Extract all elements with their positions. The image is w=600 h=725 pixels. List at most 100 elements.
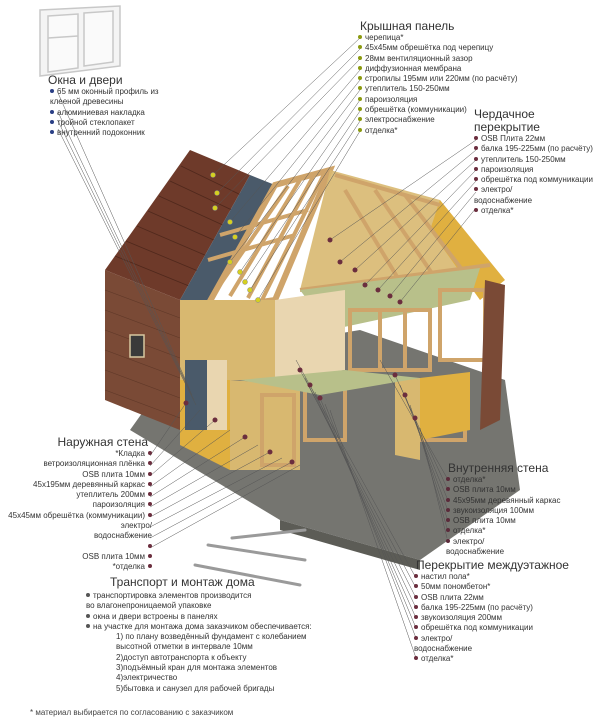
- bullet-icon: [148, 502, 152, 507]
- list-item: пароизоляция: [358, 95, 517, 105]
- bullet-icon: [148, 564, 152, 569]
- list-item: внутренний подоконник: [50, 128, 160, 138]
- bullet-icon: [50, 109, 54, 114]
- bullet-icon: [148, 553, 152, 558]
- bullet-icon: [474, 187, 478, 192]
- bullet-icon: [446, 528, 450, 533]
- list-item: диффузионная мембрана: [358, 64, 517, 74]
- list-item: балка 195-225мм (по расчёту): [414, 603, 569, 613]
- bullet-icon: [414, 584, 418, 589]
- attic-floor-block: Чердачное перекрытие OSB Плита 22мм балк…: [474, 108, 593, 216]
- list-item: утеплитель 150-250мм: [474, 155, 593, 165]
- transport-block: Транспорт и монтаж дома транспортировка …: [86, 576, 326, 694]
- attic-floor-title: Чердачное перекрытие: [474, 107, 540, 134]
- list-item: 65 мм оконный профиль из клееной древеси…: [50, 87, 159, 107]
- bullet-icon: [474, 156, 478, 161]
- bullet-icon: [358, 65, 362, 70]
- list-item: OSB плита 10мм: [0, 552, 152, 562]
- bullet-icon: [148, 481, 152, 486]
- transport-title: Транспорт и монтаж дома: [110, 575, 255, 589]
- list-item: 45х195мм деревянный каркас: [0, 480, 152, 490]
- bullet-icon: [50, 119, 54, 124]
- list-item: алюминиевая накладка: [50, 108, 160, 118]
- list-item: OSB плита 10мм: [0, 470, 152, 480]
- list-item: OSB плита 22мм: [414, 593, 569, 603]
- bullet-icon: [414, 604, 418, 609]
- list-subitem: 3)подъёмный кран для монтажа элементов: [116, 663, 278, 673]
- window-frame-illustration: [39, 5, 121, 77]
- list-item: утеплитель 150-250мм: [358, 84, 517, 94]
- bullet-icon: [414, 635, 418, 640]
- bullet-icon: [86, 593, 90, 597]
- list-item: *отделка: [0, 562, 152, 572]
- list-item: тройной стеклопакет: [50, 118, 160, 128]
- bullet-icon: [148, 461, 152, 466]
- brick-wall-right: [480, 280, 505, 430]
- bullet-icon: [474, 136, 478, 140]
- list-item: OSB Плита 22мм: [474, 134, 593, 144]
- list-item: электро/ водоснабжение: [0, 521, 152, 552]
- list-item: отделка*: [446, 526, 561, 536]
- list-item: OSB плита 10мм: [446, 485, 561, 495]
- list-item: отделка*: [358, 126, 517, 136]
- bullet-icon: [148, 512, 152, 517]
- list-item: 50мм пономбетон*: [414, 582, 569, 592]
- list-item: обрешётка под коммуникации: [474, 175, 593, 185]
- roof-tiles: [105, 150, 250, 300]
- list-item: окна и двери встроены в панелях: [86, 612, 326, 622]
- bullet-icon: [474, 208, 478, 213]
- bullet-icon: [148, 543, 152, 548]
- list-item: транспортировка элементов производится в…: [86, 591, 252, 611]
- list-item: 45х45мм обрешётка под черепицу: [358, 43, 517, 53]
- outer-wall-block: Наружная стена *Кладка ветроизоляционная…: [0, 436, 152, 573]
- bullet-icon: [414, 615, 418, 620]
- list-subitem: 2)доступ автотранспорта к объекту: [116, 652, 247, 662]
- bullet-icon: [446, 518, 450, 523]
- leader-lines: [57, 37, 477, 659]
- list-item: электро/ водоснабжение: [414, 633, 473, 654]
- diffusion-membrane: [180, 175, 275, 310]
- list-item: обрешётка (коммуникации): [358, 105, 517, 115]
- list-subitem: 5)бытовка и санузел для рабочей бригады: [116, 683, 275, 693]
- windows-doors-block: Окна и двери 65 мм оконный профиль из кл…: [48, 74, 160, 138]
- bullet-icon: [414, 594, 418, 599]
- list-item: стропилы 195мм или 220мм (по расчёту): [358, 74, 517, 84]
- list-item: пароизоляция: [0, 500, 152, 510]
- bullet-icon: [358, 55, 362, 60]
- list-item: звукоизоляция 100мм: [446, 506, 561, 516]
- attic-gable: [300, 170, 480, 290]
- list-item: 45х45мм обрешётка (коммуникации): [0, 511, 152, 521]
- bullet-icon: [358, 76, 362, 81]
- bullet-icon: [50, 89, 54, 93]
- bullet-icon: [446, 477, 450, 481]
- list-item: на участке для монтажа дома заказчиком о…: [86, 622, 326, 632]
- windows-doors-list: 65 мм оконный профиль из клееной древеси…: [50, 87, 160, 138]
- bullet-icon: [86, 623, 90, 628]
- bullet-icon: [414, 574, 418, 578]
- bullet-icon: [474, 166, 478, 171]
- bullet-icon: [86, 613, 90, 618]
- list-item: электро/ водоснабжение: [474, 185, 533, 205]
- bullet-icon: [446, 487, 450, 492]
- list-item: пароизоляция: [474, 165, 593, 175]
- list-item: OSB плита 10мм: [446, 516, 561, 526]
- bullet-icon: [358, 107, 362, 112]
- list-item: настил пола*: [414, 572, 569, 582]
- bullet-icon: [446, 538, 450, 543]
- list-item: *Кладка: [0, 449, 152, 459]
- bullet-icon: [358, 45, 362, 50]
- bullet-icon: [474, 177, 478, 182]
- roof-panel-title: Крышная панель: [360, 19, 455, 33]
- list-subitem: 4)электричество: [116, 673, 178, 683]
- list-item: электроснабжение: [358, 115, 517, 125]
- list-subitem: 1) по плану возведённый фундамент с коле…: [116, 632, 307, 652]
- list-item: черепица*: [358, 33, 517, 43]
- bullet-icon: [358, 127, 362, 132]
- bullet-icon: [414, 656, 418, 661]
- bullet-icon: [358, 35, 362, 39]
- bullet-icon: [358, 86, 362, 91]
- list-item: утеплитель 200мм: [0, 490, 152, 500]
- outer-wall-title: Наружная стена: [57, 435, 148, 449]
